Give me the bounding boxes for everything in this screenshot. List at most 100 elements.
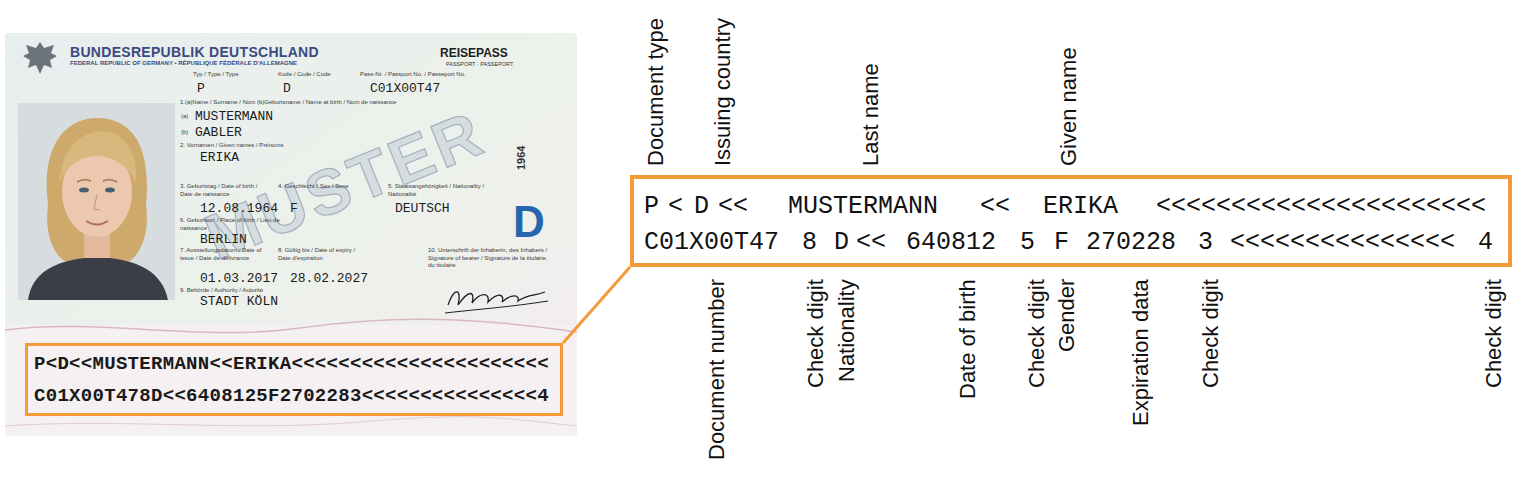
mrz-token: 640812: [906, 229, 996, 257]
annotation-label: Document number: [704, 279, 729, 460]
photo-nose: [94, 195, 100, 210]
text-slot: MUSTERMANN: [195, 110, 273, 124]
annotation-label: Nationality: [834, 279, 859, 382]
text-slot: 3. Geburtstag / Date of birth / Date de …: [180, 183, 265, 198]
leader-connector: [563, 267, 630, 343]
text-slot: 2. Vornamen / Given names / Prénoms: [180, 142, 283, 150]
annotation-label: Check digit: [1198, 279, 1223, 388]
text-slot: F: [1054, 229, 1069, 257]
label-slot: Given name: [1056, 47, 1081, 166]
mrz-token: 4: [1478, 229, 1493, 257]
passport-field-text: 9. Behörde / Authority / Autorité: [180, 287, 263, 295]
passport-field-text: 1964: [515, 146, 527, 170]
passport-field-text: 12.08.1964: [200, 202, 278, 216]
text-slot: D: [283, 82, 291, 96]
label-slot: Document type: [643, 18, 668, 166]
text-slot: 8: [802, 229, 817, 257]
text-slot: <<<<<<<<<<<<<<<<<<<<<<: [1156, 193, 1486, 221]
text-slot: 5: [1020, 229, 1035, 257]
text-slot: ERIKA: [200, 151, 239, 165]
text-slot: (a): [181, 113, 188, 121]
passport-card-ground: [5, 33, 577, 436]
text-slot: 9. Behörde / Authority / Autorité: [180, 287, 263, 295]
text-slot: F: [290, 202, 298, 216]
passport-field-text: 2. Vornamen / Given names / Prénoms: [180, 142, 283, 150]
label-slot: Issuing country: [710, 18, 735, 166]
mrz-token: C01X00T47: [644, 229, 779, 257]
passport-field-text: F: [290, 202, 298, 216]
label-slot: Check digit: [803, 279, 828, 388]
text-slot: <<: [980, 193, 1010, 221]
text-slot: P<D<<MUSTERMANN<<ERIKA<<<<<<<<<<<<<<<<<<…: [34, 353, 549, 375]
text-slot: FEDERAL REPUBLIC OF GERMANY • RÉPUBLIQUE…: [70, 60, 297, 67]
annotation-label: Expiration data: [1128, 279, 1153, 426]
passport-field-text: STADT KÖLN: [200, 295, 278, 309]
annotation-label: Date of birth: [955, 279, 980, 399]
passport-field-text: GABLER: [195, 126, 242, 140]
text-slot: D: [513, 200, 545, 244]
text-slot: <: [668, 193, 683, 221]
mrz-token: <<: [718, 193, 748, 221]
mrz-token: <<: [856, 229, 886, 257]
mrz-token: MUSTERMANN: [788, 193, 938, 221]
mrz-token: <<: [980, 193, 1010, 221]
passport-field-text: REISEPASS: [440, 46, 508, 60]
passport-field-text: BUNDESREPUBLIK DEUTSCHLAND: [70, 44, 319, 60]
security-wave: [5, 319, 577, 332]
mrz-token: D: [834, 229, 849, 257]
photo-bangs: [60, 131, 136, 182]
passport-field-text: D: [513, 200, 545, 244]
passport-field-text: D: [283, 82, 291, 96]
annotation-label: Issuing country: [710, 18, 735, 166]
text-slot: MUSTERMANN: [788, 193, 938, 221]
text-slot: <<: [718, 193, 748, 221]
text-slot: STADT KÖLN: [200, 295, 278, 309]
passport-field-text: P: [197, 82, 205, 96]
passport-field-text: Kode / Code / Code: [278, 71, 331, 79]
passport-field-text: 4. Geschlecht / Sex / Sexe: [278, 183, 350, 191]
text-slot: 1964: [515, 146, 527, 170]
text-slot: Pass-Nr. / Passport No. / Passeport No.: [360, 71, 466, 79]
text-slot: C01X00T47: [644, 229, 779, 257]
photo-eye: [79, 188, 89, 193]
label-slot: Nationality: [834, 279, 859, 382]
mrz-token: D: [694, 193, 709, 221]
passport-field-text: 1.(a)Name / Surname / Nom (b)Geburtsname…: [180, 99, 396, 107]
text-slot: D: [694, 193, 709, 221]
passport-field-text: 3. Geburtstag / Date of birth / Date de …: [180, 183, 265, 198]
text-slot: 5. Staatsangehörigkeit / Nationality / N…: [388, 183, 506, 198]
text-slot: 28.02.2027: [290, 272, 368, 286]
annotation-label: Check digit: [1024, 279, 1049, 388]
passport-field-text: Pass-Nr. / Passport No. / Passeport No.: [360, 71, 466, 79]
label-slot: Check digit: [1198, 279, 1223, 388]
text-slot: BERLIN: [200, 233, 247, 247]
text-slot: 8. Gültig bis / Date of expiry / Date d'…: [278, 247, 360, 262]
security-wave: [5, 417, 577, 426]
label-slot: Document number: [704, 279, 729, 460]
text-slot: 270228: [1086, 229, 1176, 257]
mrz-highlight-box: P<D<<MUSTERMANN<<ERIKA<<<<<<<<<<<<<<<<<<…: [25, 343, 563, 416]
mrz-breakdown-box: P<D<<MUSTERMANN<<ERIKA<<<<<<<<<<<<<<<<<<…: [630, 175, 1512, 267]
annotation-label: Given name: [1056, 47, 1081, 166]
text-slot: 4: [1478, 229, 1493, 257]
text-slot: 12.08.1964: [200, 202, 278, 216]
mrz-token: 270228: [1086, 229, 1176, 257]
text-slot: 640812: [906, 229, 996, 257]
text-slot: C01X00T47: [370, 82, 440, 96]
photo-eye: [105, 188, 115, 193]
text-slot: 1.(a)Name / Surname / Nom (b)Geburtsname…: [180, 99, 396, 107]
text-slot: D: [834, 229, 849, 257]
text-slot: C01X00T478D<<6408125F2702283<<<<<<<<<<<<…: [34, 385, 549, 407]
mrz-token: 8: [802, 229, 817, 257]
passport-field-text: BERLIN: [200, 233, 247, 247]
text-slot: Kode / Code / Code: [278, 71, 331, 79]
text-slot: ERIKA: [1043, 193, 1118, 221]
passport-field-text: C01X00T47: [370, 82, 440, 96]
label-slot: Last name: [858, 63, 883, 166]
mrz-token: <: [668, 193, 683, 221]
label-slot: Check digit: [1481, 279, 1506, 388]
signature: [445, 301, 548, 313]
mrz-token: 5: [1020, 229, 1035, 257]
text-slot: <<: [856, 229, 886, 257]
